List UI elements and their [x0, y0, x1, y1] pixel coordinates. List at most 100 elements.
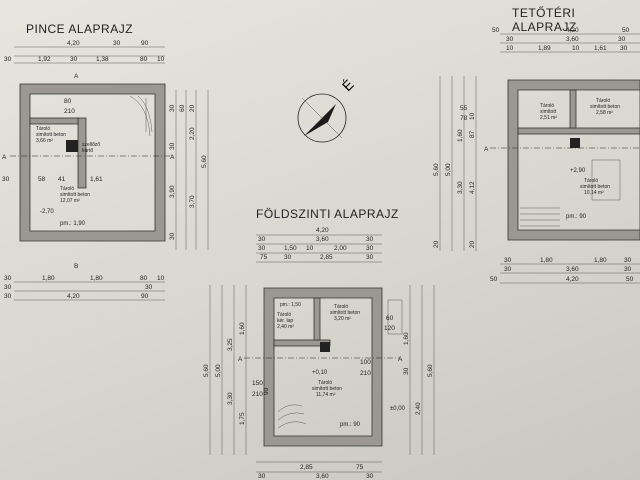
teto-plan: 50 4,20 50 30 3,60 30 10 1,89 10 1,61 30… [433, 27, 640, 284]
fold-win-0: 60 [386, 315, 394, 322]
pince-cut-bottom: B [74, 263, 78, 270]
teto-room-c-floor: simított beton [580, 184, 610, 190]
teto-bottom-r1-2: 30 [624, 266, 632, 273]
fold-top-r2-0: 75 [260, 254, 268, 261]
pince-room-lower-name: Tároló [60, 186, 74, 192]
fold-left-3: 1,75 [239, 412, 246, 425]
teto-pm: pm.: 90 [566, 214, 587, 220]
fold-left-0: 5,60 [203, 364, 210, 377]
fold-top-a: 30 [258, 236, 266, 243]
pince-bottom-r2-0: 30 [4, 284, 12, 291]
pince-section-a-left: A [2, 154, 7, 161]
pince-bottom-r1-2: 1,80 [90, 275, 103, 282]
fold-top-r-1: 1,50 [284, 245, 297, 252]
teto-bottom-r2-1: 4,20 [566, 276, 579, 283]
fold-bottom-r-1: 75 [356, 464, 364, 471]
teto-top-r2-1: 1,89 [538, 45, 551, 52]
pince-top-row-5: 10 [157, 56, 165, 63]
pince-room-lower-floor: simított beton [60, 192, 90, 198]
pince-top-total: 4,20 [67, 40, 80, 47]
fold-side-1: 210 [252, 391, 263, 398]
fold-left-4: 1,60 [239, 322, 246, 335]
fold-right-2: 2,40 [415, 402, 422, 415]
compass-north-label: É [339, 76, 357, 94]
pince-plan: 4,20 30 90 30 1,92 30 1,38 80 10 A A sze… [2, 40, 209, 301]
teto-bottom-r0-1: 1,80 [540, 257, 553, 264]
fold-room-small-floor: kér. lap [277, 318, 293, 324]
teto-left-0: 55 [460, 105, 468, 112]
teto-top-r1-2: 30 [618, 36, 626, 43]
pince-inner-2: 58 [38, 176, 46, 183]
teto-bottom-r0-0: 30 [504, 257, 512, 264]
teto-level: +2,90 [570, 168, 586, 174]
compass: É [297, 76, 357, 143]
title-fold: FÖLDSZINTI ALAPRAJZ [256, 207, 399, 221]
fold-left-5: 90 [263, 387, 270, 395]
pince-chimney-label-0: szellőző [82, 142, 100, 148]
teto-left-4: 3,30 [457, 181, 464, 194]
teto-left-10: 87 [469, 130, 476, 138]
fold-room-top-area: 3,20 m² [334, 316, 351, 322]
fold-room-small-name: Tároló [277, 312, 291, 318]
teto-top-r1-1: 3,60 [566, 36, 579, 43]
teto-bottom-r1-0: 30 [504, 266, 512, 273]
pince-room-upper-floor: simított beton [36, 132, 66, 138]
pince-inner-4: 1,61 [90, 176, 103, 183]
fold-level: +0,10 [312, 370, 328, 376]
fold-top-a2: 30 [366, 236, 374, 243]
teto-bottom-r2-0: 50 [490, 276, 498, 283]
fold-top-r-2: 10 [306, 245, 314, 252]
pince-right-8: 3,70 [189, 195, 196, 208]
pince-bottom-r1-0: 30 [4, 275, 12, 282]
pince-chimney-label-1: kürtő [82, 148, 93, 154]
fold-bottom-a2: 30 [366, 473, 374, 480]
fold-top-total: 4,20 [316, 227, 329, 234]
pince-top-row-1: 1,92 [38, 56, 51, 63]
teto-left-1: 78 [460, 115, 468, 122]
pince-bottom-r1-3: 80 [140, 275, 148, 282]
fold-bottom-total: 3,60 [316, 473, 329, 480]
teto-bottom-r0-3: 30 [624, 257, 632, 264]
teto-top-r2-4: 30 [620, 45, 628, 52]
pince-top-row-2: 30 [70, 56, 78, 63]
fold-left-6: 3,25 [227, 338, 234, 351]
pince-top-row-0: 30 [4, 56, 12, 63]
teto-left-6: 20 [433, 240, 440, 248]
pince-inner-5: 30 [2, 176, 10, 183]
pince-inner-1: 210 [64, 108, 75, 115]
fold-top-r2-1: 30 [284, 254, 292, 261]
fold-room-top-name: Tároló [334, 304, 348, 310]
pince-room-upper-area: 3,66 m² [36, 138, 53, 144]
pince-right-1: 60 [179, 104, 186, 112]
fold-section-a-right: A [398, 356, 403, 363]
fold-top-r-0: 30 [258, 245, 266, 252]
pince-right-0: 30 [169, 104, 176, 112]
pince-right-4: 30 [169, 142, 176, 150]
fold-left-2: 3,30 [227, 392, 234, 405]
pince-right-3: 2,20 [189, 127, 196, 140]
teto-room-b-name: Tároló [596, 98, 610, 104]
fold-left-1: 5,00 [215, 364, 222, 377]
fold-right-0: 1,60 [403, 332, 410, 345]
fold-pm1: pm.: 1,50 [280, 302, 301, 308]
pince-level: -2,70 [40, 209, 54, 215]
pince-cut-top: A [74, 73, 79, 80]
teto-left-9: 10 [469, 112, 476, 120]
fold-pm2: pm.: 90 [340, 422, 361, 428]
fold-room-top-floor: simított beton [330, 310, 360, 316]
teto-left-2: 5,60 [433, 163, 440, 176]
teto-left-3: 5,00 [445, 163, 452, 176]
teto-room-b-area: 2,58 m² [596, 110, 613, 116]
fold-plan: 4,20 30 3,60 30 30 1,50 10 2,00 30 75 30… [203, 227, 435, 480]
fold-room-main-name: Tároló [318, 380, 332, 386]
title-pince: PINCE ALAPRAJZ [26, 22, 134, 36]
pince-right-7: 30 [169, 232, 176, 240]
pince-right-5: 5,60 [201, 155, 208, 168]
teto-top-r0-1: 4,20 [566, 27, 579, 34]
teto-room-c-name: Tároló [584, 178, 598, 184]
teto-room-a-floor: simított [540, 109, 557, 115]
teto-top-r2-3: 1,61 [594, 45, 607, 52]
pince-bottom-r2-1: 30 [145, 284, 153, 291]
teto-section-a: A [484, 146, 489, 153]
pince-bottom-total: 4,20 [67, 293, 80, 300]
